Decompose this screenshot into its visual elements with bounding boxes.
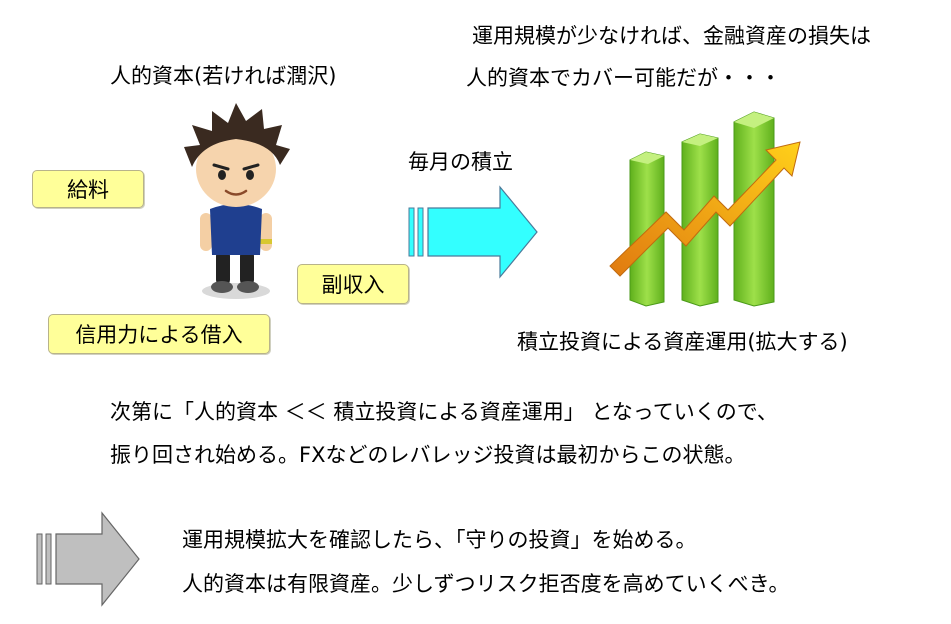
middle-note-line2: 振り回され始める。FXなどのレバレッジ投資は最初からこの状態。: [110, 443, 746, 467]
bottom-note-line2: 人的資本は有限資産。少しずつリスク拒否度を高めていくべき。: [182, 572, 790, 596]
gray-arrow-icon: [36, 511, 140, 607]
top-right-note-line1: 運用規模が少なければ、金融資産の損失は: [472, 24, 871, 48]
boy-figure-icon: [184, 103, 290, 299]
credit-loan-box: 信用力による借入: [48, 314, 270, 354]
middle-note-line1: 次第に「人的資本 ＜＜ 積立投資による資産運用」 となっていくので、: [110, 400, 778, 424]
monthly-saving-label: 毎月の積立: [408, 150, 513, 174]
right-arrow-icon: [408, 185, 538, 279]
salary-box: 給料: [32, 170, 144, 208]
human-capital-label: 人的資本(若ければ潤沢): [110, 64, 337, 88]
top-right-note-line2: 人的資本でカバー可能だが・・・: [466, 66, 781, 90]
growth-chart-icon: [609, 111, 801, 307]
bottom-note-line1: 運用規模拡大を確認したら、「守りの投資」を始める。: [182, 528, 697, 552]
side-income-box: 副収入: [297, 264, 409, 304]
growth-caption: 積立投資による資産運用(拡大する): [517, 330, 848, 354]
